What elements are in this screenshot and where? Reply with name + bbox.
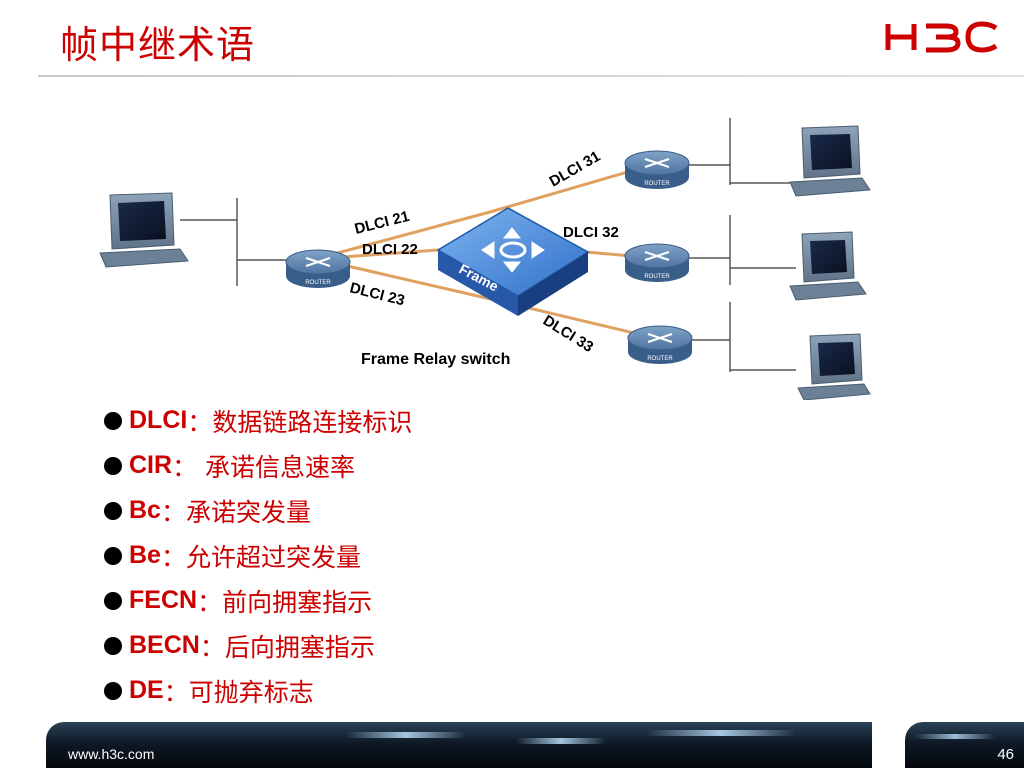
router-label: ROUTER bbox=[305, 280, 331, 286]
dlci-21-label: DLCI 21 bbox=[353, 208, 411, 238]
router-bottom-right-icon: ROUTER bbox=[627, 325, 693, 364]
term-abbr: FECN bbox=[129, 586, 198, 614]
footer-url: www.h3c.com bbox=[68, 746, 155, 762]
term-desc: 后向拥塞指示 bbox=[224, 632, 375, 662]
bullet-dot-icon bbox=[104, 681, 122, 700]
h3c-logo bbox=[885, 21, 998, 53]
router-label: ROUTER bbox=[644, 181, 670, 187]
dlci-32-label: DLCI 32 bbox=[563, 224, 619, 241]
router-label: ROUTER bbox=[644, 274, 670, 280]
switch-caption: Frame Relay switch bbox=[361, 351, 510, 368]
router-middle-right-icon: ROUTER bbox=[624, 243, 690, 282]
page-number-box: 46 bbox=[905, 722, 1024, 768]
term-sep: ： bbox=[160, 542, 186, 572]
bullet-dot-icon bbox=[104, 456, 122, 475]
bullet-dot-icon bbox=[104, 591, 122, 610]
computer-left-icon bbox=[99, 192, 189, 268]
term-abbr: DE bbox=[129, 676, 164, 704]
bullet-dot-icon bbox=[104, 546, 122, 565]
link-21-31 bbox=[329, 162, 656, 257]
dlci-22-label: DLCI 22 bbox=[362, 241, 418, 258]
term-sep: ： bbox=[160, 497, 186, 527]
bullet-dot-icon bbox=[104, 411, 122, 430]
list-item: Bc：承诺突发量 bbox=[104, 488, 412, 533]
footer-bar: www.h3c.com bbox=[46, 722, 872, 768]
frame-relay-switch-icon: Frame bbox=[436, 207, 590, 316]
router-top-right-icon: ROUTER bbox=[624, 150, 690, 189]
list-item: DLCI：数据链路连接标识 bbox=[104, 398, 412, 443]
term-abbr: BECN bbox=[129, 631, 200, 659]
bullet-dot-icon bbox=[104, 636, 122, 655]
dlci-23-label: DLCI 23 bbox=[348, 279, 406, 309]
term-desc: 前向拥塞指示 bbox=[222, 587, 373, 617]
list-item: CIR： 承诺信息速率 bbox=[104, 443, 412, 488]
term-desc: 可抛弃标志 bbox=[188, 677, 314, 707]
router-left-icon: ROUTER bbox=[285, 249, 351, 288]
term-sep: ： bbox=[172, 452, 198, 482]
term-abbr: Be bbox=[129, 541, 161, 569]
term-abbr: DLCI bbox=[129, 406, 188, 434]
term-sep: ： bbox=[187, 407, 213, 437]
term-desc: 允许超过突发量 bbox=[185, 542, 361, 572]
term-sep: ： bbox=[199, 632, 225, 662]
term-abbr: CIR bbox=[129, 451, 173, 479]
term-desc: 数据链路连接标识 bbox=[212, 407, 413, 437]
list-item: FECN：前向拥塞指示 bbox=[104, 578, 412, 623]
header-rule bbox=[38, 75, 1024, 77]
term-sep: ： bbox=[197, 587, 223, 617]
computer-middle-right-icon bbox=[789, 231, 867, 301]
slide-title: 帧中继术语 bbox=[60, 23, 256, 67]
list-item: BECN：后向拥塞指示 bbox=[104, 623, 412, 668]
frame-relay-diagram: Frame ROUTER ROUTER ROUTER ROUTER bbox=[99, 118, 871, 400]
router-label: ROUTER bbox=[647, 356, 673, 362]
term-sep: ： bbox=[163, 677, 189, 707]
term-desc: 承诺信息速率 bbox=[197, 452, 356, 482]
term-desc: 承诺突发量 bbox=[185, 497, 311, 527]
term-abbr: Bc bbox=[129, 496, 161, 524]
page-number: 46 bbox=[997, 746, 1014, 763]
term-list: DLCI：数据链路连接标识 CIR： 承诺信息速率 Bc：承诺突发量 Be：允许… bbox=[104, 398, 412, 713]
computer-top-right-icon bbox=[789, 125, 871, 197]
list-item: Be：允许超过突发量 bbox=[104, 533, 412, 578]
computer-bottom-right-icon bbox=[797, 333, 871, 400]
list-item: DE：可抛弃标志 bbox=[104, 668, 412, 713]
bullet-dot-icon bbox=[104, 501, 122, 520]
dlci-31-label: DLCI 31 bbox=[547, 148, 604, 191]
